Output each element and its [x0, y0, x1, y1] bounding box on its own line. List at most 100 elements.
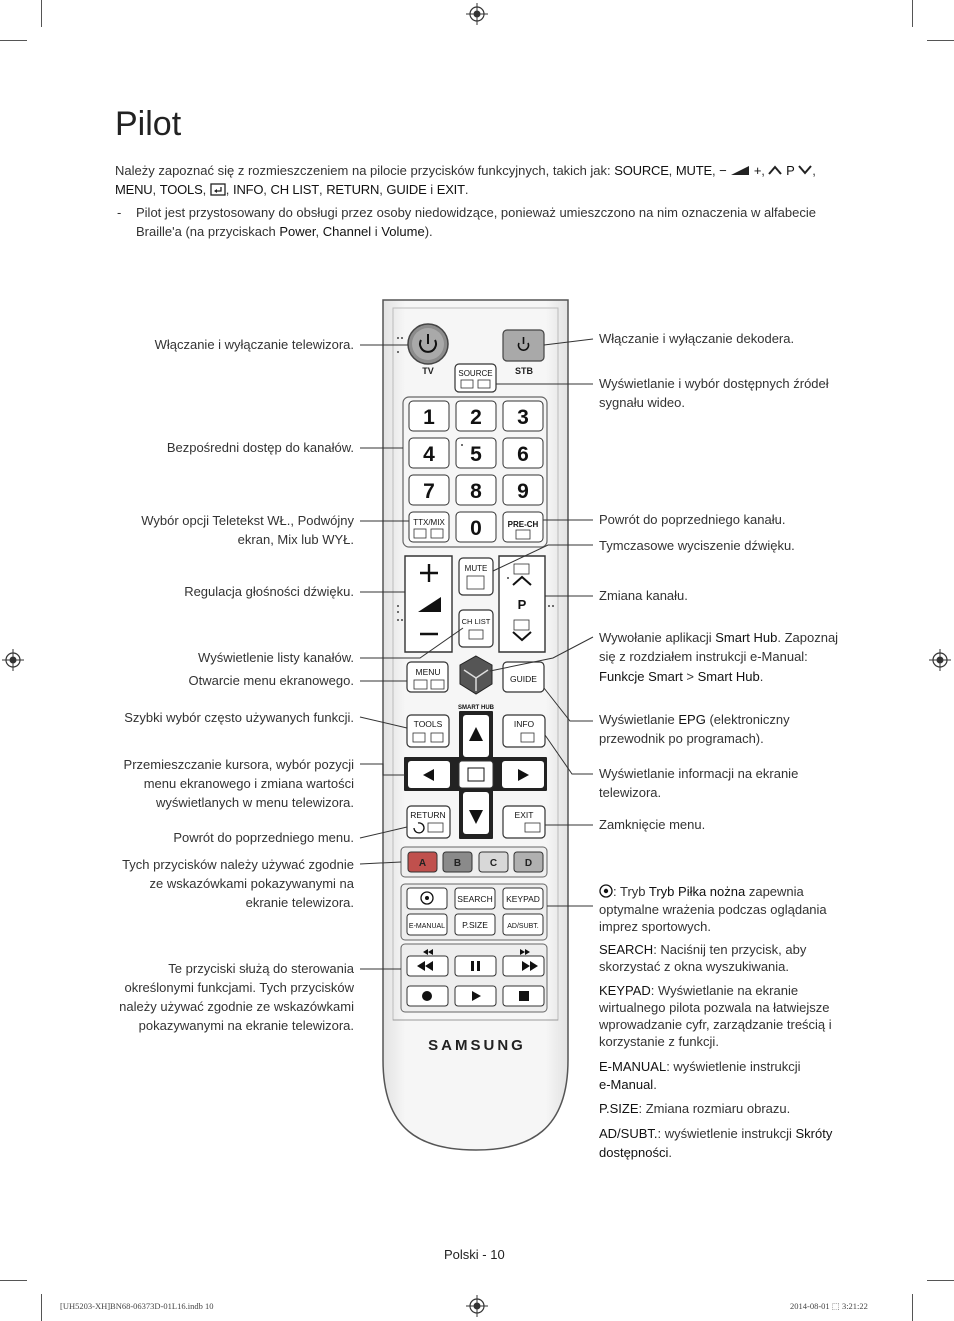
label-keypad-line1: KEYPAD: Wyświetlanie na ekranie: [599, 982, 839, 999]
volume-ramp-icon: [731, 166, 750, 175]
label-sport-line3: imprez sportowych.: [599, 919, 711, 934]
label-prech: Powrót do poprzedniego kanału.: [599, 512, 786, 527]
tv-power-button: [407, 323, 449, 365]
mute-button: [458, 557, 494, 596]
menu-label: MENU: [415, 667, 440, 677]
keyword: Tryb Piłka nożna: [648, 884, 746, 899]
digit-5: 5: [470, 443, 482, 466]
label-nav-line3: wyświetlanych w menu telewizora.: [156, 795, 354, 810]
note-body: Pilot jest przystosowany do obsługi prze…: [136, 205, 816, 239]
return-label: RETURN: [410, 810, 445, 820]
color-button-b: [442, 851, 473, 873]
navigation-pad: [404, 711, 547, 839]
label-smarthub-line3: Funkcje Smart > Smart Hub.: [599, 667, 839, 686]
label-volume: Regulacja głośności dźwięku.: [184, 584, 354, 599]
keyword: Smart Hub: [715, 630, 778, 645]
label-info-line2: telewizora.: [599, 785, 662, 800]
search-button: [454, 887, 496, 910]
keyword: e-Manual: [599, 1077, 654, 1092]
keyword: AD/SUBT.: [599, 1126, 658, 1141]
color-button-c: [478, 851, 509, 873]
label-smarthub-line2: się z rozdziałem instrukcji e-Manual:: [599, 649, 808, 664]
text: (elektroniczny: [705, 712, 790, 727]
stb-label: STB: [515, 366, 534, 376]
crop-mark: [41, 0, 42, 27]
exit-button: [502, 805, 546, 839]
label-emanual-line2: e-Manual.: [599, 1076, 839, 1093]
digit-2: 2: [470, 406, 482, 429]
label-media-line4: pokazywanymi na ekranie telewizora.: [138, 1018, 354, 1033]
separator: ,: [263, 182, 271, 197]
label-mute: Tymczasowe wyciszenie dźwięku.: [599, 538, 795, 553]
guide-button: [502, 661, 545, 693]
digit-1: 1: [423, 406, 435, 429]
keyword-menu: MENU: [115, 182, 153, 197]
crop-mark: [927, 40, 954, 41]
label-return: Powrót do poprzedniego menu.: [173, 830, 354, 845]
digit-3: 3: [517, 406, 529, 429]
keyword-info: INFO: [233, 182, 264, 197]
keyword-p: P: [786, 163, 795, 178]
crop-mark: [912, 1294, 913, 1321]
search-label: SEARCH: [457, 894, 492, 904]
keyword-exit: EXIT: [436, 182, 465, 197]
label-menu: Otwarcie menu ekranowego.: [188, 673, 354, 688]
label-keypad-line3: wprowadzanie cyfr, zarządzanie treścią i: [599, 1017, 832, 1032]
keyword-vol-minus: −: [719, 163, 727, 178]
label-psize: P.SIZE: Zmiana rozmiaru obrazu.: [599, 1100, 839, 1117]
label-exit: Zamknięcie menu.: [599, 817, 706, 832]
chlist-button: [458, 609, 494, 648]
source-label: SOURCE: [458, 369, 492, 378]
keyword-mute: MUTE: [675, 163, 712, 178]
stb-power-button: [502, 329, 545, 362]
label-media-line1: Te przyciski służą do sterowania: [168, 961, 354, 976]
label-ttx-line1: Wybór opcji Teletekst WŁ., Podwójny: [141, 513, 354, 528]
label-source-line2: sygnału wideo.: [599, 395, 685, 410]
label-stb-power: Włączanie i wyłączanie dekodera.: [599, 331, 795, 346]
label-media-line2: określonymi funkcjami. Tych przycisków: [124, 980, 355, 995]
period: .: [668, 1145, 673, 1160]
crop-mark: [927, 1280, 954, 1281]
footer-file: [UH5203-XH]BN68-06373D-01L16.indb 10: [60, 1301, 214, 1311]
separator: >: [682, 669, 698, 684]
text: . Zapoznaj: [777, 630, 839, 645]
keyword: Skróty: [795, 1126, 833, 1141]
menu-button: [406, 661, 449, 693]
conjunction: i: [371, 224, 382, 239]
return-button: [406, 805, 451, 839]
label-color-line2: ze wskazówkami pokazywanymi na: [149, 876, 354, 891]
football-icon: [420, 891, 434, 905]
keyword: EPG: [678, 712, 706, 727]
color-label-d: D: [525, 858, 532, 869]
conjunction: i: [426, 182, 437, 197]
label-numbers: Bezpośredni dostęp do kanałów.: [166, 440, 354, 455]
registration-mark-icon: [466, 3, 488, 25]
label-adsubt-line2: dostępności.: [599, 1143, 839, 1162]
note-dash: -: [117, 205, 122, 220]
football-icon: [599, 884, 613, 898]
keyword-vol-plus: +: [753, 163, 762, 178]
separator: ,: [812, 163, 816, 178]
separator: ,: [711, 163, 720, 178]
digit-8: 8: [470, 480, 482, 503]
label-sport-line1: : Tryb Tryb Piłka nożna zapewnia: [599, 883, 839, 900]
keypad-label: KEYPAD: [506, 894, 540, 904]
separator: ,: [315, 224, 323, 239]
label-search-line2: skorzystać z okna wyszukiwania.: [599, 959, 790, 974]
period: ).: [424, 224, 433, 239]
p-label: P: [518, 597, 527, 612]
label-source-line1: Wyświetlanie i wybór dostępnych źródeł: [599, 376, 829, 391]
text: zapewnia: [745, 884, 804, 899]
label-adsubt-line1: AD/SUBT.: wyświetlenie instrukcji Skróty: [599, 1124, 839, 1143]
color-label-a: A: [419, 858, 426, 869]
crop-mark: [912, 0, 913, 27]
digit-0: 0: [470, 517, 482, 540]
skip-forward-icon: [520, 949, 525, 955]
text: : Zmiana rozmiaru obrazu.: [638, 1101, 791, 1116]
pause-button: [454, 955, 497, 977]
tools-label: TOOLS: [414, 719, 443, 729]
footer-timestamp: 2014-08-01 ⬚ 3:21:22: [790, 1301, 868, 1311]
label-sport-line2: optymalne wrażenia podczas oglądania: [599, 902, 827, 917]
adsubt-button: [502, 913, 544, 936]
color-label-c: C: [490, 858, 497, 869]
